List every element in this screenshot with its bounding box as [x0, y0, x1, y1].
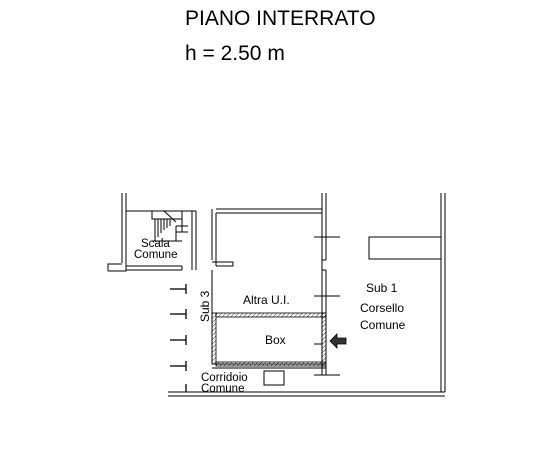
label-corridoio-comune: Comune [201, 383, 244, 395]
parking-markers [170, 284, 187, 392]
label-corsello: Corsello [360, 301, 404, 315]
label-corsello-comune: Comune [360, 318, 406, 332]
label-corridoio: Corridoio [201, 372, 248, 384]
height-label: h = 2.50 m [185, 42, 285, 65]
label-box: Box [265, 333, 286, 347]
label-sub1: Sub 1 [366, 281, 398, 295]
label-sub3: Sub 3 [198, 290, 212, 322]
parking-marker [170, 361, 187, 371]
label-scala-comune: Comune [134, 249, 177, 261]
label-altra-ui: Altra U.I. [243, 293, 290, 307]
parking-marker [170, 284, 187, 294]
stair-icon [151, 210, 188, 242]
parking-marker [170, 309, 187, 319]
entrance-arrow-icon [329, 333, 347, 349]
box-unit [211, 312, 327, 367]
parking-marker [170, 335, 187, 345]
page-title: PIANO INTERRATO [185, 7, 376, 30]
label-scala: Scala [141, 238, 170, 250]
